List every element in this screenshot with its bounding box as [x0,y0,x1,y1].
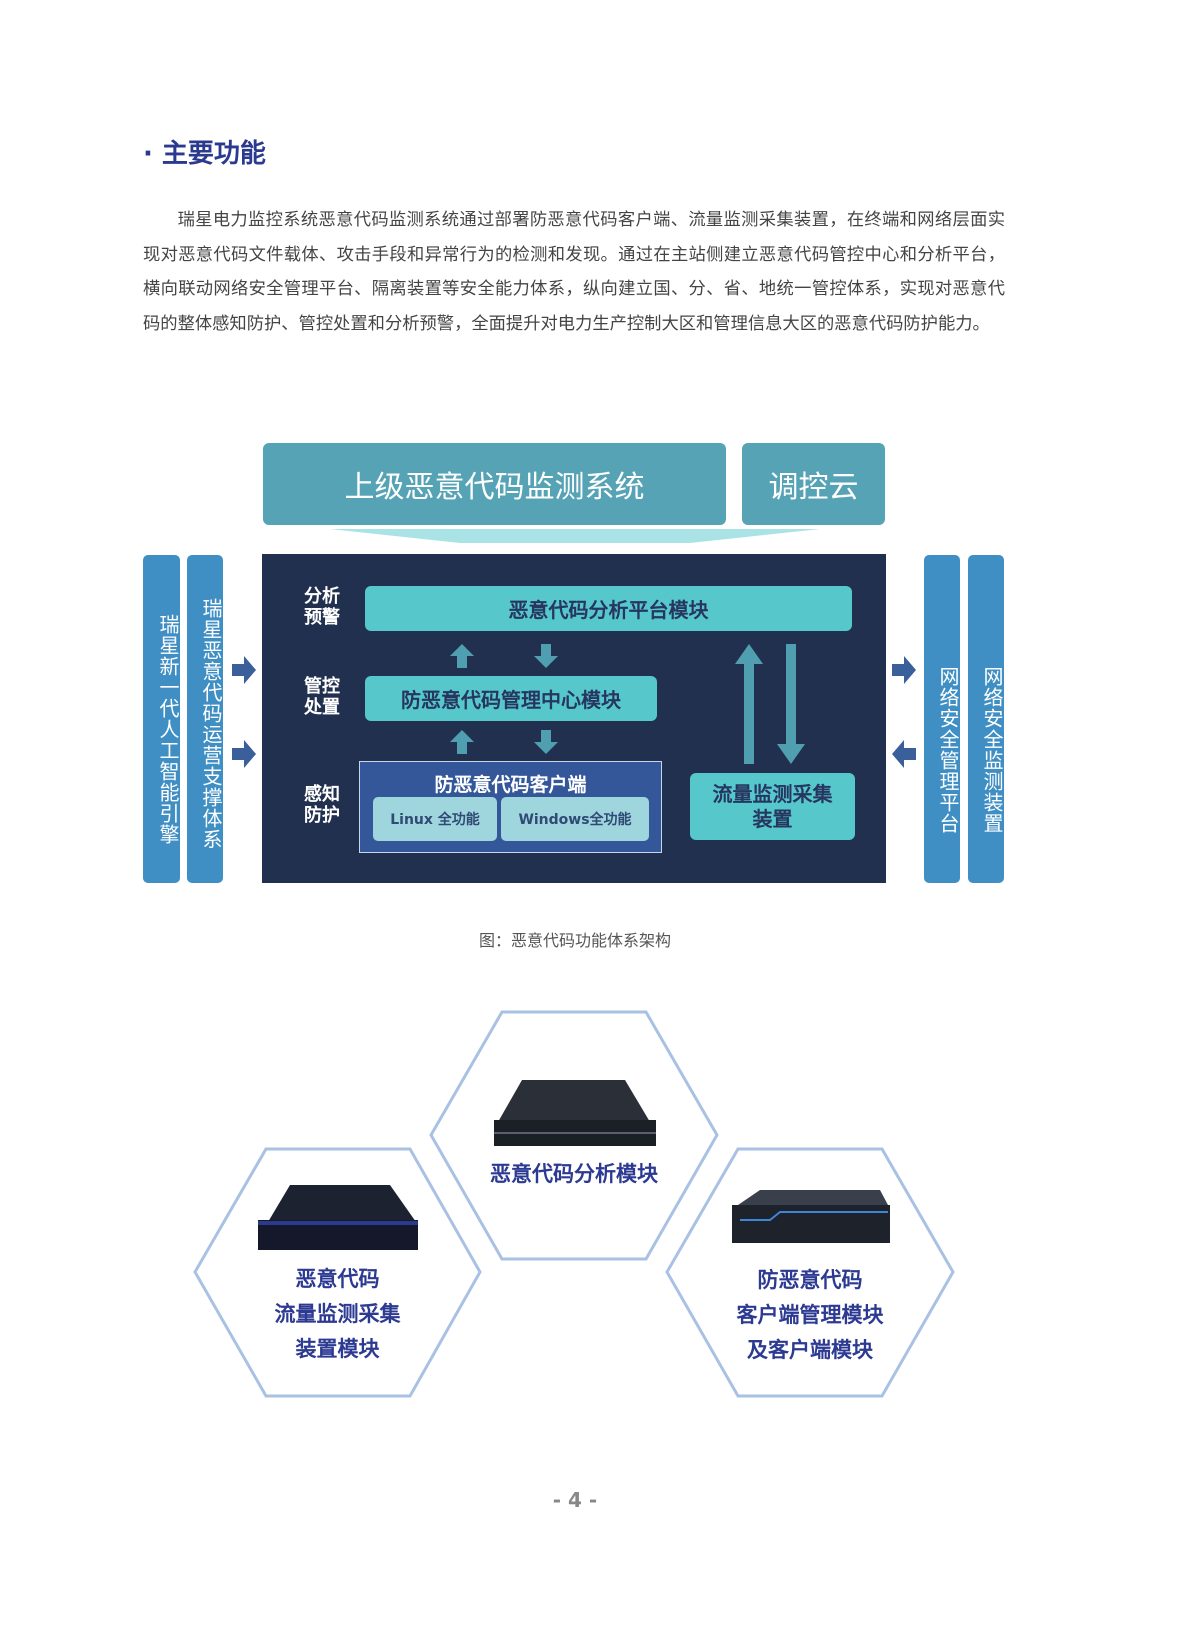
left-bar-operations: 瑞星恶意代码运营支撑体系 [187,555,223,883]
client-box: 防恶意代码客户端 Linux 全功能 Windows全功能 [359,761,662,853]
row-label-perception: 感知防护 [304,784,340,826]
flow-collection-device: 流量监测采集装置 [690,773,855,840]
management-center-module: 防恶意代码管理中心模块 [365,676,657,721]
product-label-client: 防恶意代码 客户端管理模块 及客户端模块 [667,1263,953,1368]
left-bar-ai-engine: 瑞星新一代人工智能引擎 [143,555,180,883]
row-label-control: 管控处置 [304,676,340,718]
arrow-up-icon [450,730,474,754]
server-image-analysis [494,1080,656,1146]
right-arrows [892,656,916,768]
arrow-right-icon [892,656,916,684]
hexagon-client [665,1147,955,1398]
right-bar-security-platform: 网络安全管理平台 [924,555,960,883]
large-arrows [735,644,805,764]
label-line: 客户端管理模块 [736,1303,884,1327]
left-arrows [232,656,256,768]
label-line: 及客户端模块 [747,1338,873,1362]
arrow-down-icon [534,730,558,754]
arrow-down-icon [534,644,558,668]
linux-client: Linux 全功能 [373,797,497,841]
product-label-analysis: 恶意代码分析模块 [431,1157,717,1192]
figure-caption: 图：恶意代码功能体系架构 [478,931,671,950]
windows-client: Windows全功能 [501,797,649,841]
server-image-client [732,1190,890,1243]
product-label-flow: 恶意代码 流量监测采集 装置模块 [195,1262,480,1367]
arrow-right-icon [232,740,256,768]
right-bar-monitoring-device: 网络安全监测装置 [968,555,1004,883]
label-line: 流量监测采集 [274,1302,401,1326]
hexagon-flow [193,1147,482,1398]
arrow-right-icon [232,656,256,684]
server-image-flow [258,1185,418,1250]
label-line: 装置模块 [295,1337,380,1361]
funnel-connector [330,529,820,543]
arrow-up-icon [450,644,474,668]
dispatch-cloud-box: 调控云 [742,443,885,525]
label-line: 防恶意代码 [757,1268,863,1292]
arrow-up-icon [735,644,763,764]
section-title: · 主要功能 [143,139,266,169]
small-arrows [450,644,558,754]
row-label-analysis: 分析预警 [304,586,340,628]
upper-monitoring-system-box: 上级恶意代码监测系统 [263,443,726,525]
label-line: 恶意代码分析模块 [490,1162,658,1186]
arrow-down-icon [777,644,805,764]
analysis-platform-module: 恶意代码分析平台模块 [365,586,852,631]
intro-paragraph: 瑞星电力监控系统恶意代码监测系统通过部署防恶意代码客户端、流量监测采集装置，在终… [143,210,1005,334]
label-line: 恶意代码 [295,1267,380,1291]
client-title: 防恶意代码客户端 [434,774,587,796]
product-hexagons [193,1010,955,1398]
arrow-left-icon [892,740,916,768]
page-number: - 4 - [552,1488,598,1512]
hexagon-analysis [429,1010,719,1261]
